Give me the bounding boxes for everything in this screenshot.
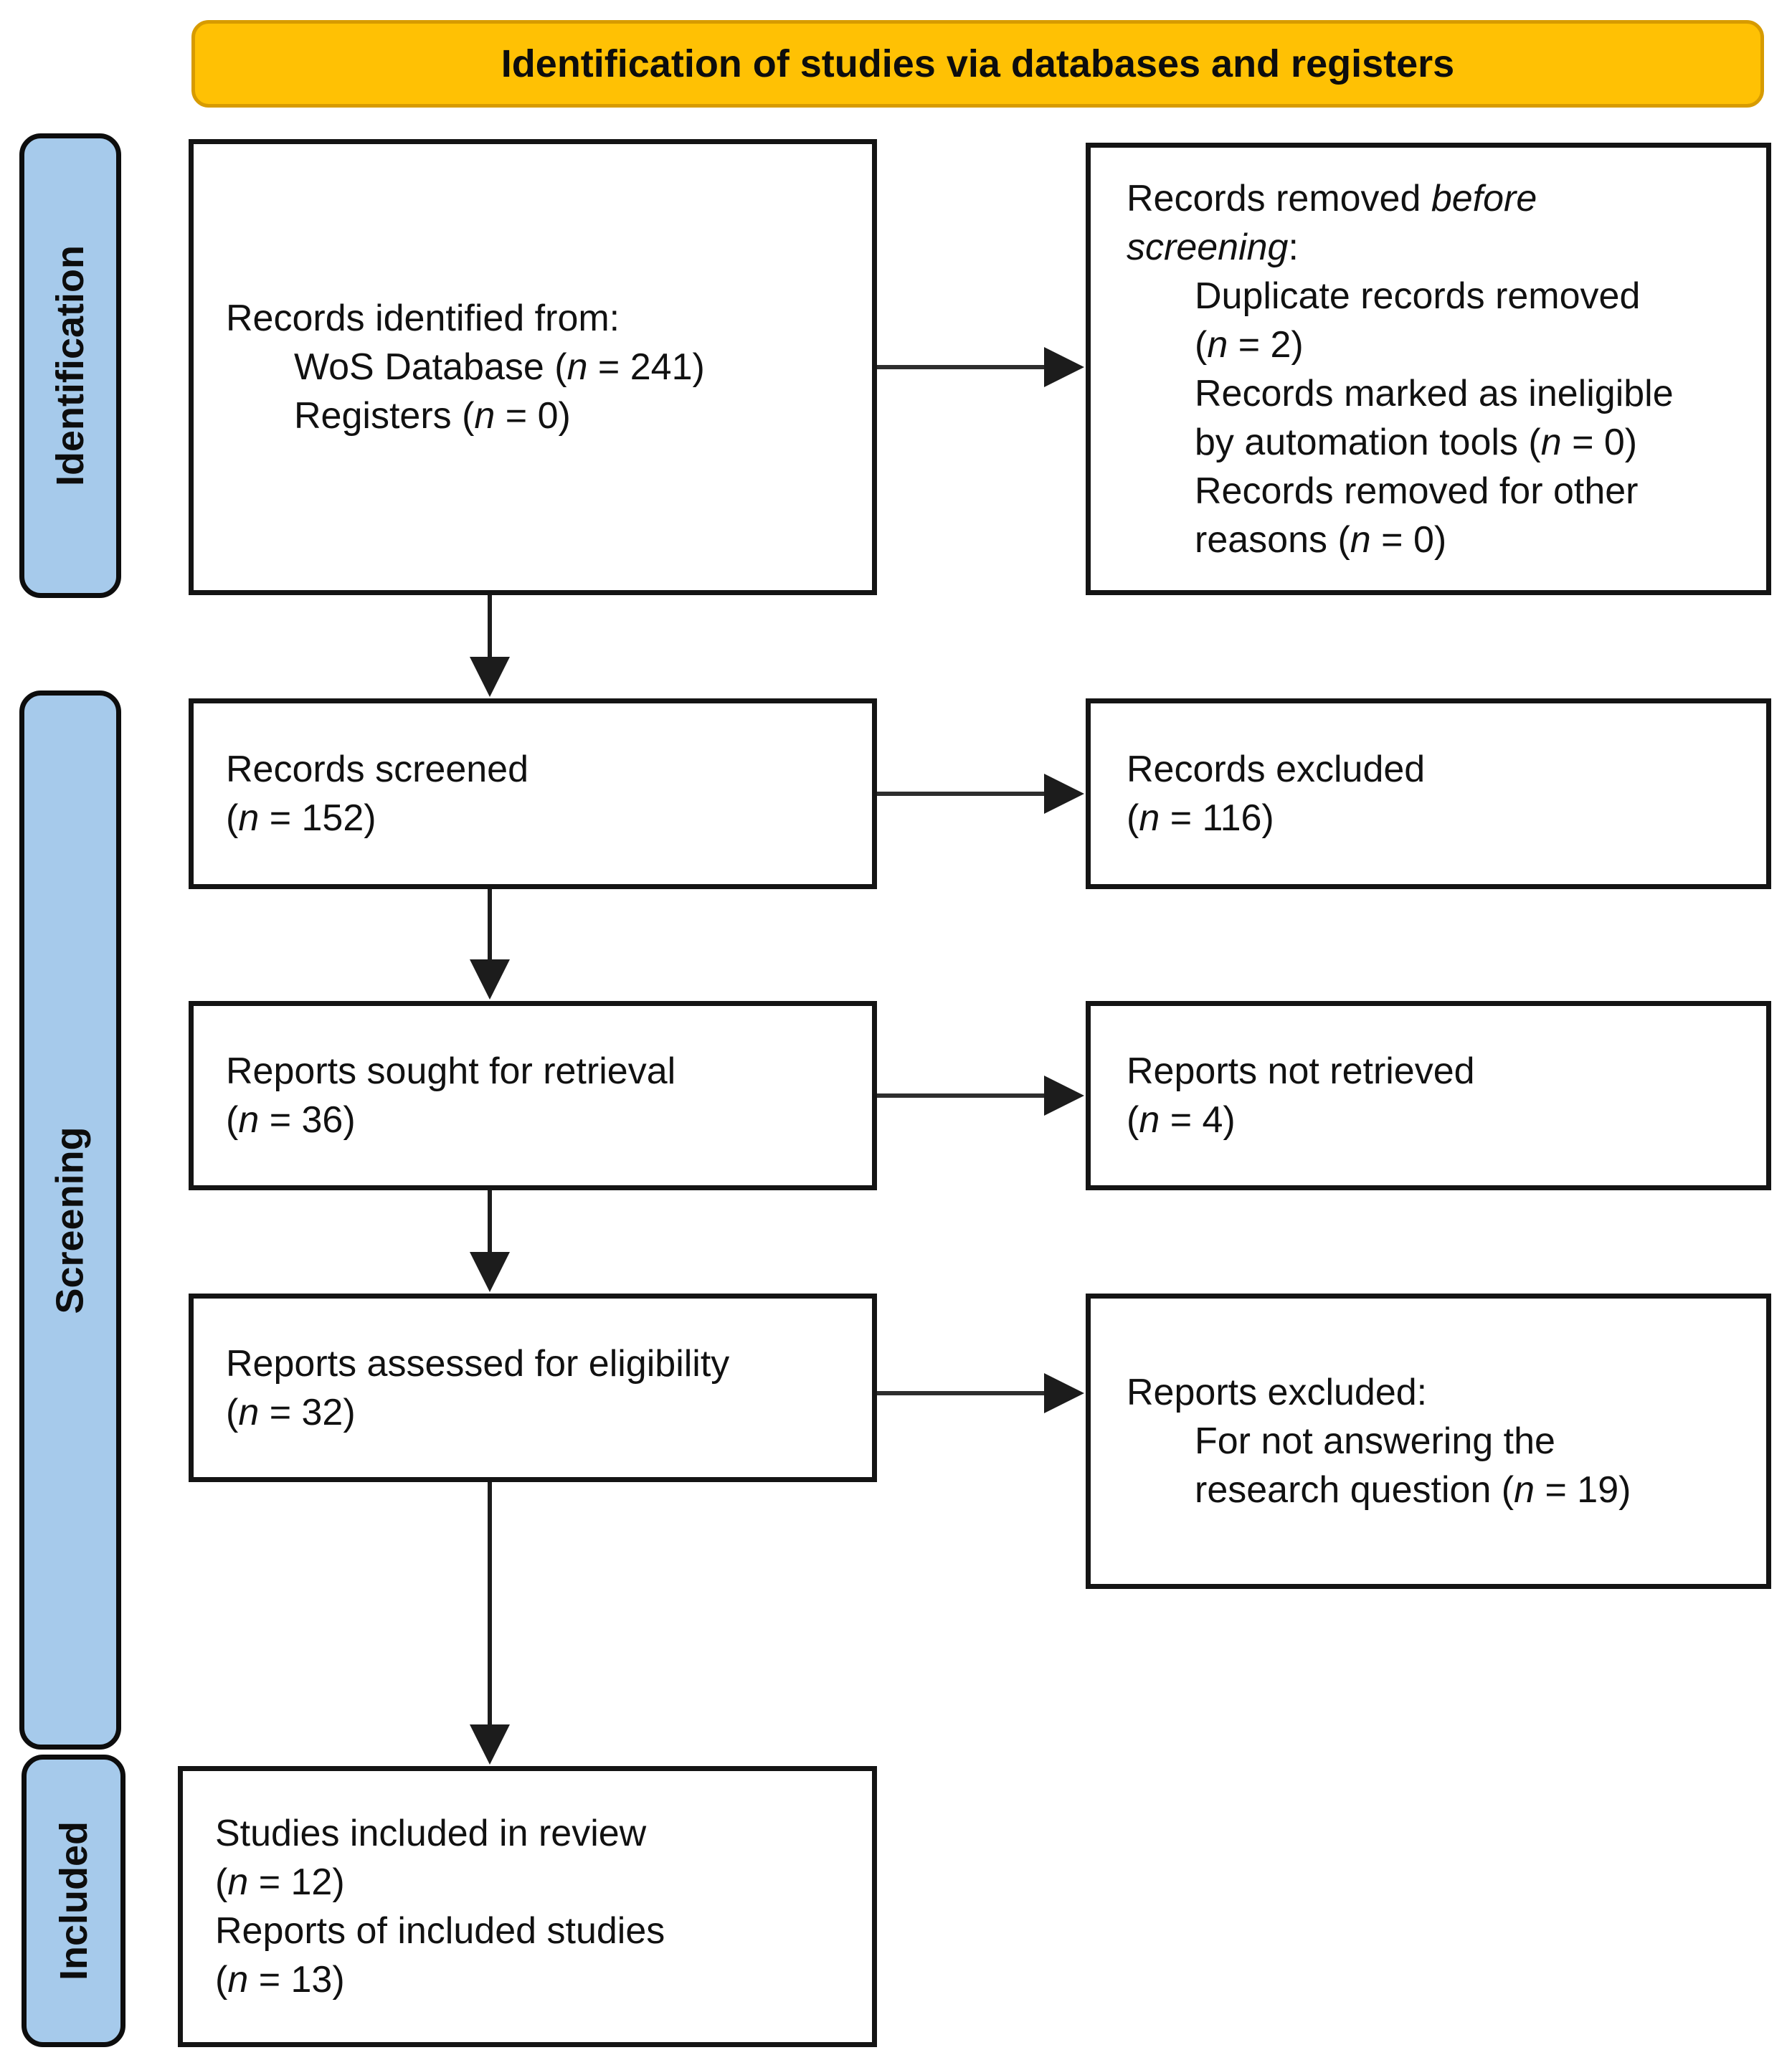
down-arrow-identified-to-screened — [470, 595, 510, 697]
arrow-shaft — [488, 1482, 492, 1724]
stage-label-screening: Screening — [19, 691, 121, 1750]
box-records-identified: Records identified from: WoS Database (n… — [189, 139, 877, 595]
box-line: Duplicate records removed — [1195, 275, 1641, 317]
arrow-head-down-icon — [470, 1724, 510, 1765]
box-reports-sought: Reports sought for retrieval (n = 36) — [189, 1001, 877, 1190]
box-line: research question (n = 19) — [1195, 1469, 1631, 1511]
stage-label-text: Screening — [49, 1126, 92, 1314]
arrow-shaft — [877, 1391, 1044, 1395]
box-line: Reports assessed for eligibility — [226, 1342, 730, 1385]
arrow-shaft — [488, 595, 492, 657]
arrow-head-right-icon — [1044, 774, 1084, 814]
box-reports-not-retrieved: Reports not retrieved (n = 4) — [1086, 1001, 1771, 1190]
down-arrow-screened-to-sought — [470, 889, 510, 1000]
arrow-shaft — [877, 792, 1044, 796]
box-heading: Reports excluded: — [1127, 1372, 1428, 1413]
arrow-head-down-icon — [470, 1252, 510, 1292]
box-line: (n = 2) — [1195, 323, 1304, 366]
box-line: Records removed for other — [1195, 470, 1639, 512]
stage-label-text: Identification — [49, 245, 92, 486]
diagram-title-banner: Identification of studies via databases … — [191, 20, 1764, 108]
box-heading-line: Records removed before — [1127, 174, 1766, 223]
box-line: (n = 116) — [1127, 797, 1274, 839]
box-line: Reports sought for retrieval — [226, 1050, 676, 1092]
stage-label-identification: Identification — [19, 133, 121, 598]
box-line: reasons (n = 0) — [1195, 518, 1447, 561]
arrow-shaft — [877, 365, 1044, 369]
heading-text: Records removed — [1127, 177, 1431, 219]
right-arrow-identified-to-removed — [877, 347, 1084, 387]
box-heading-line: screening: — [1127, 223, 1766, 272]
down-arrow-assessed-to-included — [470, 1482, 510, 1765]
box-line: WoS Database (n = 241) — [294, 346, 705, 388]
box-reports-assessed: Reports assessed for eligibility (n = 32… — [189, 1294, 877, 1482]
box-line: (n = 36) — [226, 1099, 356, 1141]
box-line: Reports not retrieved — [1127, 1050, 1475, 1092]
box-line: (n = 32) — [226, 1391, 356, 1433]
heading-text: : — [1288, 226, 1299, 268]
box-line: For not answering the — [1195, 1420, 1555, 1462]
box-line: Records screened — [226, 749, 528, 790]
stage-label-included: Included — [22, 1755, 125, 2047]
heading-italic-text: screening — [1127, 226, 1289, 268]
arrow-shaft — [488, 1190, 492, 1252]
arrow-head-down-icon — [470, 959, 510, 1000]
box-records-removed-before-screening: Records removed before screening: Duplic… — [1086, 143, 1771, 595]
box-line: Reports of included studies — [215, 1910, 665, 1952]
box-records-screened: Records screened (n = 152) — [189, 698, 877, 889]
arrow-shaft — [488, 889, 492, 959]
box-studies-included: Studies included in review (n = 12) Repo… — [178, 1766, 877, 2047]
box-line: Studies included in review — [215, 1813, 647, 1854]
box-line: Records marked as ineligible — [1195, 372, 1674, 414]
box-line: Registers (n = 0) — [294, 395, 571, 437]
arrow-head-down-icon — [470, 657, 510, 697]
arrow-head-right-icon — [1044, 347, 1084, 387]
stage-label-text: Included — [52, 1821, 95, 1981]
right-arrow-assessed-to-reports-excluded — [877, 1373, 1084, 1413]
box-records-excluded: Records excluded (n = 116) — [1086, 698, 1771, 889]
box-line: by automation tools (n = 0) — [1195, 421, 1638, 463]
box-line: (n = 4) — [1127, 1099, 1236, 1141]
diagram-title: Identification of studies via databases … — [501, 42, 1455, 85]
arrow-head-right-icon — [1044, 1076, 1084, 1116]
box-line: (n = 152) — [226, 797, 376, 839]
down-arrow-sought-to-assessed — [470, 1190, 510, 1292]
right-arrow-sought-to-not-retrieved — [877, 1076, 1084, 1116]
right-arrow-screened-to-excluded — [877, 774, 1084, 814]
arrow-head-right-icon — [1044, 1373, 1084, 1413]
box-line: (n = 12) — [215, 1861, 345, 1903]
box-line: (n = 13) — [215, 1959, 345, 2001]
box-reports-excluded: Reports excluded: For not answering the … — [1086, 1294, 1771, 1589]
box-heading: Records identified from: — [226, 298, 620, 339]
arrow-shaft — [877, 1093, 1044, 1098]
heading-italic-text: before — [1431, 177, 1537, 219]
box-line: Records excluded — [1127, 749, 1426, 790]
